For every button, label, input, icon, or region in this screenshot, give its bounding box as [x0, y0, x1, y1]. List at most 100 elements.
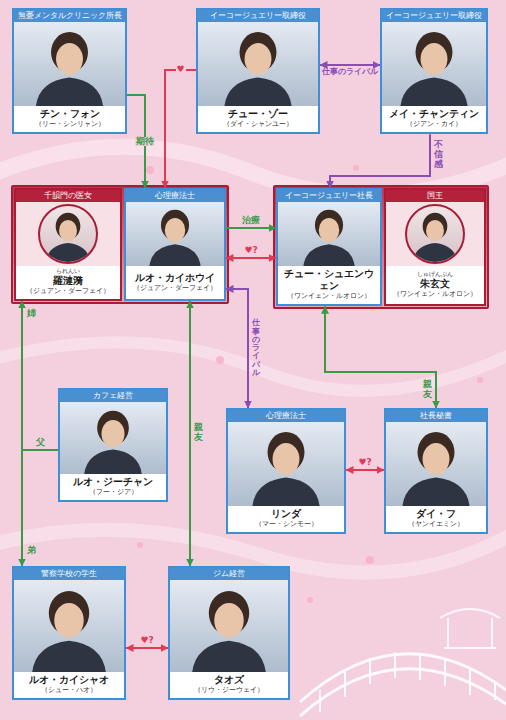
portrait-silhouette — [278, 202, 380, 266]
relation-label: 親友 — [194, 423, 203, 443]
relation-label: 仕事のライバル — [252, 319, 260, 377]
shoulders — [400, 78, 467, 107]
pavilion — [440, 609, 500, 648]
portrait-photo — [386, 202, 484, 266]
role-header: 警察学校の学生 — [14, 568, 124, 580]
portrait-silhouette — [386, 422, 486, 506]
character-card: イーコージュエリー取締役チュー・ゾー（ダイ・シャンユー） — [196, 8, 320, 134]
character-name: チン・フォン — [17, 108, 122, 120]
relation-arrow — [226, 227, 276, 229]
name-area: タオズ（リウ・ジーウェイ） — [170, 672, 288, 698]
character-card: 社長秘書ダイ・フ（ヤンイエミン） — [384, 408, 488, 534]
character-card: カフェ経営ルオ・ジーチャン（フー・ジア） — [58, 388, 168, 502]
relation-label: 期待 — [135, 137, 155, 147]
pavilion-roof — [440, 609, 500, 648]
face — [214, 603, 243, 638]
character-name: リンダ — [231, 508, 341, 520]
relation-label: 治療 — [242, 216, 260, 226]
character-card: ジム経営タオズ（リウ・ジーウェイ） — [168, 566, 290, 700]
actor-name: （ダイ・シャンユー） — [201, 120, 315, 129]
portrait-silhouette — [198, 22, 318, 106]
actor-name: （リー・シンリャン） — [17, 120, 122, 129]
relation-label: 不信感 — [434, 140, 443, 170]
portrait-silhouette — [126, 202, 224, 266]
actor-name: （ジュアン・ダーフェイ） — [129, 284, 221, 293]
relation-arrow — [165, 70, 196, 188]
name-reading: られんい — [19, 268, 117, 275]
name-area: ルオ・ジーチャン（フー・ジア） — [60, 474, 166, 500]
portrait-photo — [382, 22, 486, 106]
role-header: ジム経営 — [170, 568, 288, 580]
actor-name: （マー・シンモー） — [231, 520, 341, 529]
actor-name: （リウ・ジーウェイ） — [173, 686, 285, 695]
portrait-photo — [14, 22, 125, 106]
relation-label: 仕事のライバル — [322, 68, 378, 76]
blossom — [353, 165, 359, 171]
relation-arrow — [325, 306, 436, 408]
character-name: メイ・チャンティン — [385, 108, 483, 120]
role-header: 無憂メンタルクリニック所長 — [14, 10, 125, 22]
portrait-photo — [198, 22, 318, 106]
character-name: ルオ・ジーチャン — [63, 476, 163, 488]
shoulders — [252, 478, 319, 507]
portrait-silhouette — [407, 206, 463, 262]
shoulders — [149, 245, 200, 267]
name-area: チュー・ゾー（ダイ・シャンユー） — [198, 106, 318, 132]
role-header: イーコージュエリー取締役 — [382, 10, 486, 22]
face — [56, 43, 83, 75]
actor-name: （ワンイェン・ルオロン） — [281, 292, 377, 301]
actor-name: （ジアン・カイ） — [385, 120, 483, 129]
portrait-photo — [386, 422, 486, 506]
role-header: 心理療法士 — [228, 410, 344, 422]
portrait-photo — [60, 402, 166, 474]
face — [54, 603, 83, 638]
relation-arrow — [226, 289, 248, 408]
relation-arrow — [22, 301, 58, 450]
portrait-photo — [170, 580, 288, 672]
relation-label: ♥ — [176, 65, 186, 75]
portrait-silhouette — [228, 422, 344, 506]
character-card: 警察学校の学生ルオ・カイシャオ（シュー・ハオ） — [12, 566, 126, 700]
bridge-deck — [300, 669, 506, 716]
character-card: イーコージュエリー取締役メイ・チャンティン（ジアン・カイ） — [380, 8, 488, 134]
character-name: 羅漣漪 — [19, 275, 117, 287]
relation-label: ♥? — [245, 246, 258, 256]
relation-arrow — [226, 257, 276, 259]
face — [273, 443, 300, 475]
role-header: イーコージュエリー取締役 — [198, 10, 318, 22]
character-card: 国王しゅげんぶん朱玄文（ワンイェン・ルオロン） — [384, 188, 486, 306]
portrait-silhouette — [14, 580, 124, 672]
face — [165, 218, 185, 242]
role-header: 千韻門の医女 — [16, 190, 120, 202]
relation-label: ♥? — [359, 458, 372, 468]
name-area: しゅげんぶん朱玄文（ワンイェン・ルオロン） — [386, 266, 484, 304]
actor-name: （ヤンイエミン） — [389, 520, 483, 529]
portrait-circle — [38, 204, 98, 264]
actor-name: （ジュアン・ダーフェイ） — [19, 287, 117, 296]
face — [101, 420, 124, 447]
relation-arrow — [346, 469, 384, 471]
portrait-circle — [405, 204, 465, 264]
face — [426, 220, 444, 241]
character-name: ルオ・カイホウイ — [129, 272, 221, 284]
shoulders — [46, 243, 91, 262]
role-header: 国王 — [386, 190, 484, 202]
name-area: られんい羅漣漪（ジュアン・ダーフェイ） — [16, 266, 120, 299]
name-area: チュー・シュエンウェン（ワンイェン・ルオロン） — [278, 266, 380, 304]
character-name: 朱玄文 — [389, 278, 481, 290]
name-reading: しゅげんぶん — [389, 271, 481, 278]
character-card: 心理療法士ルオ・カイホウイ（ジュアン・ダーフェイ） — [124, 188, 226, 301]
portrait-photo — [278, 202, 380, 266]
relation-arrow — [126, 647, 168, 649]
blossom — [366, 556, 374, 564]
portrait-photo — [16, 202, 120, 266]
portrait-silhouette — [60, 402, 166, 474]
actor-name: （フー・ジア） — [63, 488, 163, 497]
portrait-photo — [228, 422, 344, 506]
relation-label: ♥? — [141, 636, 154, 646]
shoulders — [224, 78, 291, 107]
character-name: タオズ — [173, 674, 285, 686]
relation-label: 父 — [36, 438, 45, 448]
